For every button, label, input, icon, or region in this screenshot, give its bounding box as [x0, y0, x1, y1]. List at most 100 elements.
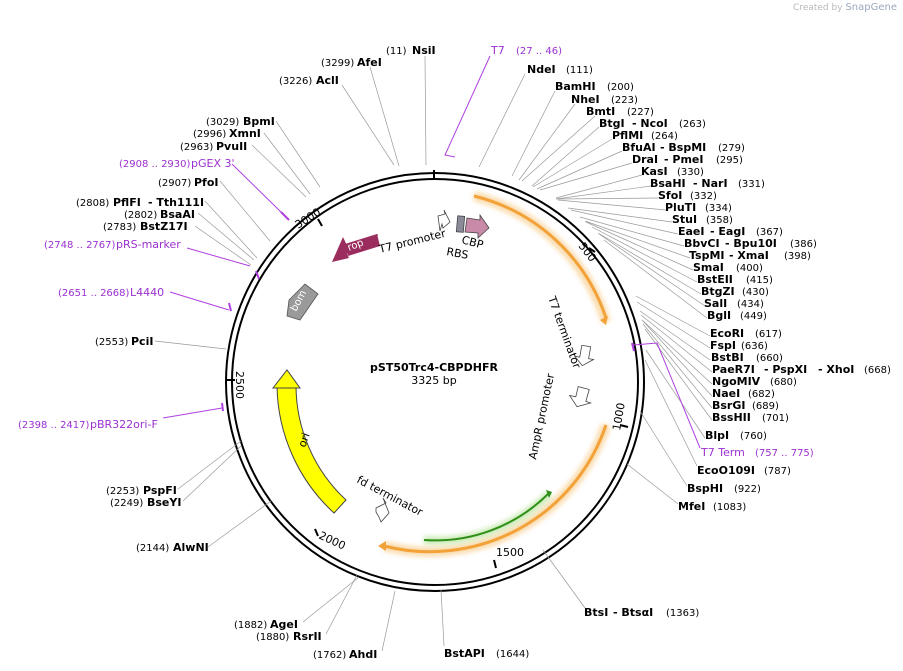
credit-prefix: Created by	[793, 3, 843, 13]
site-name-alt: - Bpu10I	[725, 237, 777, 250]
primer-mark-t7term	[631, 342, 635, 352]
site-name: PaeR7I	[712, 363, 755, 376]
site-name: AlwNI	[173, 541, 209, 554]
site-pos: (2253)	[106, 486, 139, 497]
primer-name: pBR322ori-F	[90, 418, 158, 431]
site-name: BstBI	[711, 351, 744, 364]
site-name: FspI	[710, 339, 736, 352]
tick-2000	[314, 528, 319, 537]
site-pos: (11)	[386, 46, 407, 57]
site-pos: (400)	[736, 263, 763, 274]
primer-name: T7 Term	[700, 446, 745, 459]
rop-body	[345, 234, 380, 256]
t7-terminator-arrow[interactable]	[573, 344, 595, 367]
ampr-promoter-arrow[interactable]	[567, 382, 597, 411]
site-name-alt: - BspMI	[660, 141, 706, 154]
site-name: BstZ17I	[140, 220, 188, 233]
site-pos: (636)	[741, 341, 768, 352]
site-name: PflFI	[113, 196, 141, 209]
site-pos: (2783)	[103, 222, 136, 233]
rbs-box[interactable]	[455, 215, 466, 233]
site-name: BtsI	[584, 606, 608, 619]
primer-range: (757 .. 775)	[755, 448, 814, 459]
site-name: EcoO109I	[697, 464, 755, 477]
site-name: BmtI	[586, 105, 615, 118]
primer-mark-l4440	[228, 302, 232, 312]
site-name: NsiI	[412, 44, 436, 57]
plasmid-name: pST50Trc4-CBPDHFR	[370, 361, 498, 374]
site-pos: (1644)	[496, 649, 529, 660]
site-pos: (449)	[740, 311, 767, 322]
site-name: NgoMIV	[712, 375, 761, 388]
ori-arrowhead	[271, 369, 301, 389]
fd-terminator-arrow[interactable]	[375, 497, 390, 523]
site-pos: (111)	[566, 65, 593, 76]
site-name: NdeI	[527, 63, 556, 76]
site-name: BseYI	[147, 496, 181, 509]
primer-mark-prs	[255, 270, 260, 280]
site-pos: (223)	[611, 95, 638, 106]
site-name: KasI	[641, 165, 668, 178]
ori-label: ori	[296, 431, 313, 449]
site-name: StuI	[672, 213, 697, 226]
site-name-alt: - NcoI	[632, 117, 668, 130]
site-name-alt: - NarI	[693, 177, 728, 190]
site-name: BssHII	[712, 411, 751, 424]
site-labels-right: NdeI (111) BamHI (200) NheI (223) BmtI (…	[444, 63, 891, 660]
site-pos: (2963)	[180, 142, 213, 153]
site-pos: (682)	[748, 389, 775, 400]
site-pos: (3299)	[321, 58, 354, 69]
site-name: BglI	[707, 309, 731, 322]
cbpdhfr-arc[interactable]	[473, 194, 608, 319]
site-pos: (1762)	[313, 650, 346, 661]
ori-body[interactable]	[276, 385, 347, 514]
site-name: PciI	[131, 335, 153, 348]
site-pos: (2907)	[158, 178, 191, 189]
site-pos: (264)	[651, 131, 678, 142]
tick-3000	[317, 218, 323, 227]
site-pos: (332)	[690, 191, 717, 202]
site-name-alt: - XmaI	[729, 249, 769, 262]
primer-labels: T7 (27 .. 46) T7 Term (757 .. 775) (2908…	[18, 44, 814, 459]
site-name: PflMI	[612, 129, 643, 142]
site-pos: (2802)	[124, 210, 157, 221]
site-pos: (3226)	[279, 76, 312, 87]
site-pos: (263)	[679, 119, 706, 130]
site-pos: (668)	[864, 365, 891, 376]
site-pos: (2144)	[136, 543, 169, 554]
site-name-alt: - EagI	[710, 225, 745, 238]
green-arc[interactable]	[423, 493, 549, 542]
plasmid-size: 3325 bp	[411, 374, 456, 387]
site-pos: (2996)	[193, 129, 226, 140]
site-name: BbvCI	[684, 237, 720, 250]
primer-range: (2651 .. 2668)	[58, 288, 130, 299]
cbp-arrow[interactable]	[464, 213, 490, 239]
site-name: BpmI	[243, 115, 275, 128]
fd-terminator-label: fd terminator	[355, 473, 426, 519]
bom-box[interactable]	[286, 283, 319, 321]
tick-1500	[493, 559, 497, 569]
primer-range: (2398 .. 2417)	[18, 420, 90, 431]
site-pos: (1880)	[256, 632, 289, 643]
site-pos: (660)	[756, 353, 783, 364]
site-pos: (200)	[607, 82, 634, 93]
site-name: BfuAI	[622, 141, 656, 154]
ampr-promoter-label: AmpR promoter	[526, 372, 557, 461]
tick-label-2500: 2500	[233, 371, 246, 399]
t7-promoter-arrow[interactable]	[437, 209, 451, 232]
primer-range: (27 .. 46)	[516, 46, 562, 57]
site-pos: (386)	[790, 239, 817, 250]
site-pos: (701)	[762, 413, 789, 424]
green-arrowhead	[546, 490, 552, 498]
site-name: AgeI	[270, 618, 298, 631]
site-name: BsrGI	[712, 399, 745, 412]
site-pos: (2553)	[95, 337, 128, 348]
primer-range: (2748 .. 2767)	[44, 240, 116, 251]
ampr-arc[interactable]	[383, 424, 608, 554]
cbpdhfr-arrowhead	[600, 316, 608, 325]
site-name: TspMI	[689, 249, 725, 262]
site-name: BstEII	[697, 273, 733, 286]
site-pos: (367)	[756, 227, 783, 238]
site-pos: (330)	[677, 167, 704, 178]
